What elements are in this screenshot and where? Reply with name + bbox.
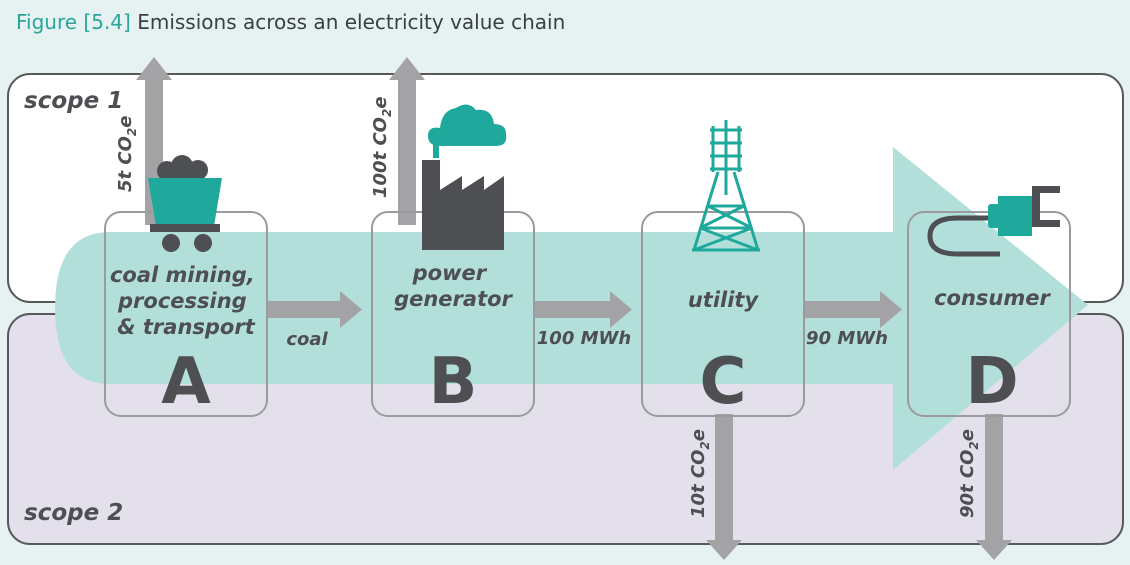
stage-d-label: consumer xyxy=(934,286,1051,310)
emission-a-sub: 2 xyxy=(125,128,139,136)
emission-a-amount: 5t CO xyxy=(115,136,136,192)
flow-arrow-cd xyxy=(804,291,902,328)
figure-title: Figure [5.4] Emissions across an electri… xyxy=(16,10,565,34)
emission-label-b: 100t CO2e xyxy=(370,96,394,198)
emission-d-amount: 90t CO xyxy=(957,450,978,518)
stage-a-letter: A xyxy=(161,345,211,419)
stage-d-letter: D xyxy=(965,345,1018,419)
emission-label-a: 5t CO2e xyxy=(115,116,139,193)
stage-b-label: power generator xyxy=(394,261,513,311)
emission-c-sub: 2 xyxy=(698,441,712,449)
emission-b-suffix: e xyxy=(370,96,391,108)
emission-d-suffix: e xyxy=(957,429,978,441)
stage-c-letter: C xyxy=(700,345,747,419)
stage-b-letter: B xyxy=(429,345,478,419)
emission-label-c: 10t CO2e xyxy=(688,429,712,518)
emission-b-sub: 2 xyxy=(380,109,394,117)
scope1-label: scope 1 xyxy=(24,88,123,114)
emission-arrow-b xyxy=(389,57,425,225)
stage-b-line2: generator xyxy=(394,287,513,311)
stage-a-line1: coal mining, xyxy=(110,263,255,287)
stage-a-line3: & transport xyxy=(117,315,255,339)
flow-label-coal: coal xyxy=(286,329,328,350)
transmission-tower-icon xyxy=(692,120,760,252)
emission-c-amount: 10t CO xyxy=(688,450,709,518)
emission-d-sub: 2 xyxy=(967,441,981,449)
emission-label-d: 90t CO2e xyxy=(957,429,981,518)
stage-c-label: utility xyxy=(688,288,760,312)
stage-a-line2: processing xyxy=(117,289,247,313)
figure-caption: Emissions across an electricity value ch… xyxy=(137,10,566,34)
power-plug-icon xyxy=(927,186,1060,257)
flow-arrow-bc xyxy=(535,291,632,328)
scope2-label: scope 2 xyxy=(24,500,123,526)
stage-a-label: coal mining, processing & transport xyxy=(110,263,262,339)
emission-arrow-c xyxy=(706,414,742,560)
emission-a-suffix: e xyxy=(115,116,136,128)
flow-label-90mwh: 90 MWh xyxy=(806,328,888,349)
coal-cart-icon xyxy=(148,155,222,252)
flow-label-100mwh: 100 MWh xyxy=(537,328,631,349)
emission-c-suffix: e xyxy=(688,429,709,441)
emission-arrow-d xyxy=(976,414,1012,560)
flow-arrow-ab xyxy=(266,291,362,328)
figure-number: Figure [5.4] xyxy=(16,10,131,34)
factory-icon xyxy=(422,104,507,250)
stage-b-line1: power xyxy=(412,261,488,285)
emission-b-amount: 100t CO xyxy=(370,117,391,198)
